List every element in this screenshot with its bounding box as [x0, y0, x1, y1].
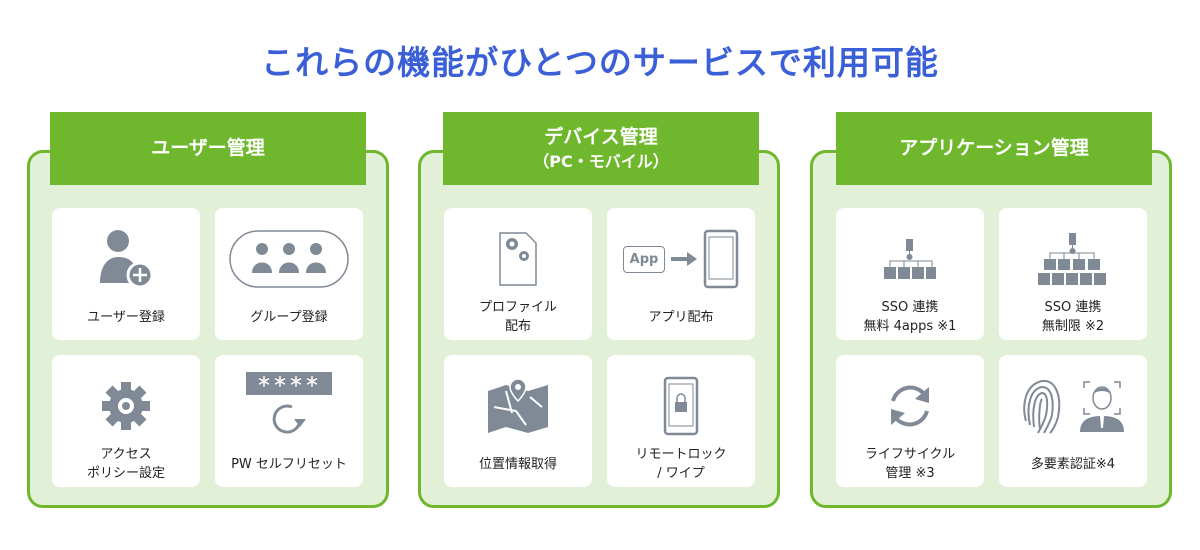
card-remote-lock: リモートロック / ワイプ [607, 355, 755, 487]
group-icon [228, 220, 350, 298]
card-label: アクセス [100, 447, 152, 463]
card-label: グループ登録 [250, 309, 328, 325]
password-stars: ＊＊＊＊ [246, 371, 332, 395]
card-access-policy: アクセスポリシー設定 [52, 355, 200, 487]
card-label: リモートロック [635, 447, 727, 463]
card-app-distribution: App アプリ配布 [607, 208, 755, 340]
map-pin-icon [486, 367, 550, 445]
panel-heading: アプリケーション管理 [836, 112, 1152, 185]
mfa-icon [1020, 367, 1126, 445]
sso-hierarchy-large-icon [1037, 220, 1109, 298]
card-label: 位置情報取得 [478, 456, 557, 472]
sso-hierarchy-icon [882, 220, 938, 298]
card-location: 位置情報取得 [444, 355, 592, 487]
card-label: ポリシー設定 [86, 466, 165, 481]
heading-text: アプリケーション管理 [899, 136, 1089, 159]
card-label: 無制限 ※2 [1041, 319, 1105, 334]
panel-heading: デバイス管理 （PC・モバイル） [443, 112, 759, 185]
card-label: SSO 連携 [881, 300, 939, 316]
password-reset-icon: ＊＊＊＊ [246, 367, 332, 445]
phone-lock-icon [663, 367, 699, 445]
fingerprint-icon [1023, 379, 1061, 434]
card-label: ライフサイクル [864, 447, 956, 463]
page-title: これらの機能がひとつのサービスで利用可能 [261, 43, 939, 82]
card-group-register: グループ登録 [215, 208, 363, 340]
card-sso-free: SSO 連携無料 4apps ※1 [836, 208, 984, 340]
card-label: プロファイル [478, 300, 557, 316]
card-label: PW セルフリセット [231, 456, 347, 472]
card-label: / ワイプ [657, 466, 705, 481]
panel-heading: ユーザー管理 [50, 112, 366, 185]
gear-icon [101, 367, 151, 445]
card-label: アプリ配布 [648, 309, 714, 325]
profile-document-icon [496, 220, 540, 298]
card-lifecycle: ライフサイクル管理 ※3 [836, 355, 984, 487]
card-profile-distribution: プロファイル配布 [444, 208, 592, 340]
lifecycle-icon [885, 367, 935, 445]
user-add-icon [96, 220, 156, 298]
card-user-register: ユーザー登録 [52, 208, 200, 340]
card-label: 無料 4apps ※1 [863, 319, 957, 334]
heading-text: デバイス管理 [544, 125, 658, 148]
app-to-phone-icon: App [622, 220, 740, 298]
heading-text: ユーザー管理 [151, 136, 265, 159]
card-label: 管理 ※3 [885, 466, 935, 481]
card-sso-unlimited: SSO 連携無制限 ※2 [999, 208, 1147, 340]
app-label: App [622, 245, 666, 273]
card-label: ユーザー登録 [87, 309, 165, 325]
card-label: 配布 [504, 319, 531, 334]
card-mfa: 多要素認証※4 [999, 355, 1147, 487]
card-label: 多要素認証※4 [1030, 456, 1116, 472]
card-pw-reset: ＊＊＊＊ PW セルフリセット [215, 355, 363, 487]
card-label: SSO 連携 [1044, 300, 1102, 316]
face-recognition-icon [1080, 381, 1124, 432]
subheading-text: （PC・モバイル） [533, 151, 669, 171]
